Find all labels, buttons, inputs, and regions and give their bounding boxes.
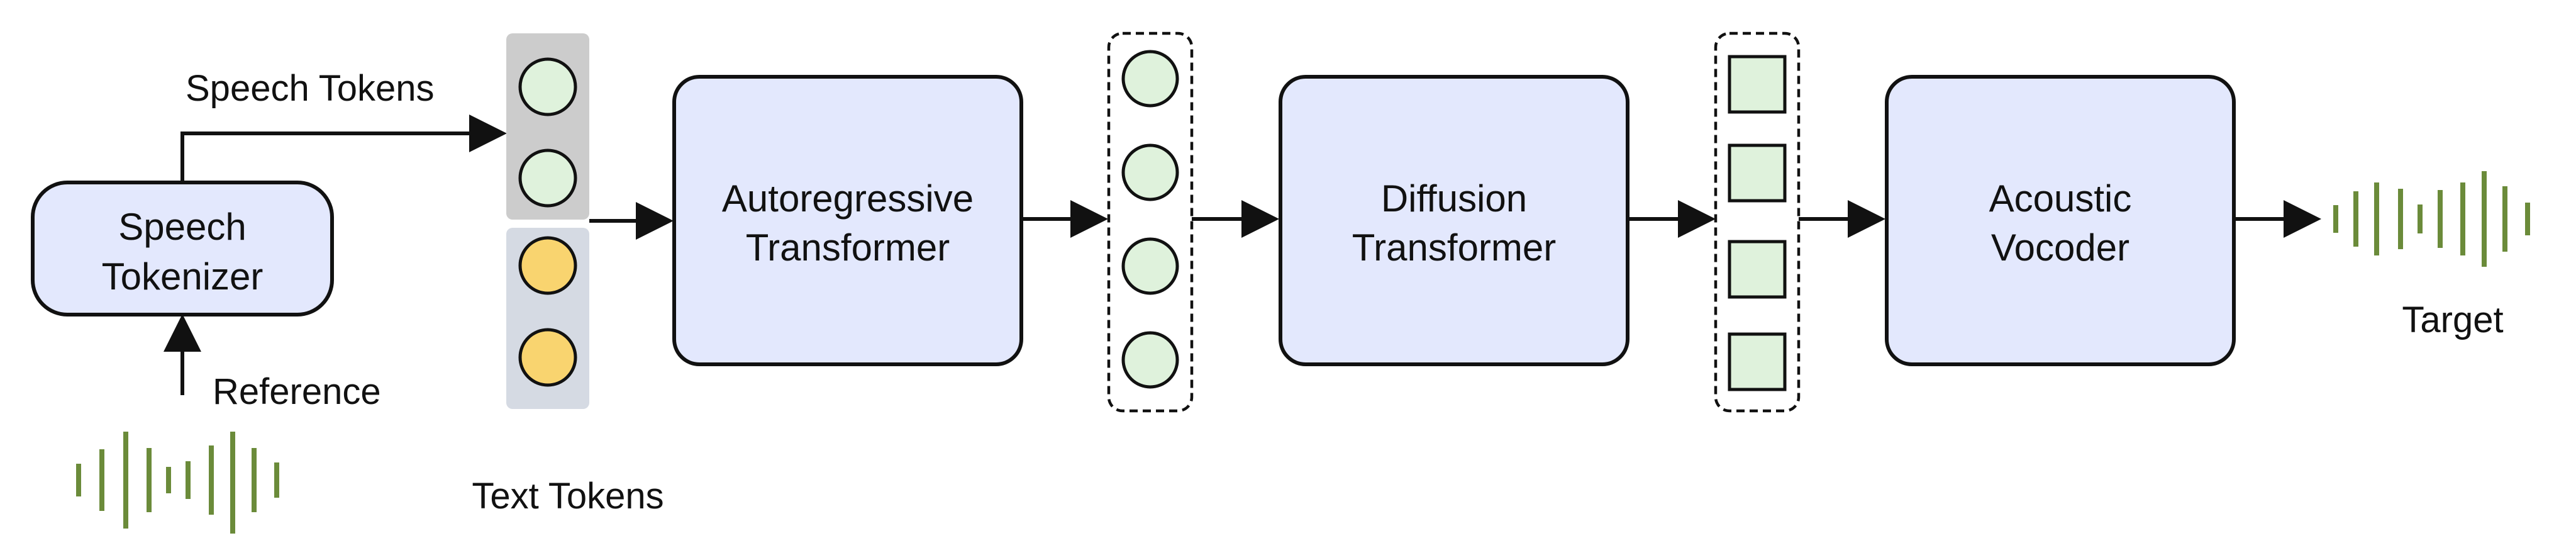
- diffusion-label-line1: Diffusion: [1381, 177, 1527, 220]
- target-label: Target: [2402, 300, 2503, 340]
- reference-waveform-icon: [76, 432, 279, 534]
- latent-token: [1121, 237, 1179, 295]
- arrow-tokenizer-to-speech-tokens: [180, 115, 507, 182]
- speech-token: [518, 57, 577, 116]
- mel-frame: [1728, 332, 1787, 391]
- target-waveform-icon: [2333, 171, 2530, 267]
- acoustic-vocoder-block: Acoustic Vocoder: [1885, 75, 2236, 366]
- ar-label-line2: Transformer: [746, 227, 950, 269]
- text-token-column: [506, 228, 589, 409]
- text-token: [518, 328, 577, 387]
- speech-tokenizer-block: Speech Tokenizer: [31, 181, 334, 316]
- speech-token-column: [506, 33, 589, 220]
- mel-frame: [1728, 55, 1787, 114]
- text-tokens-label: Text Tokens: [472, 476, 663, 517]
- diffusion-label-line2: Transformer: [1352, 227, 1557, 269]
- mel-frame: [1728, 143, 1787, 203]
- latent-token: [1121, 331, 1179, 389]
- speech-token: [518, 148, 577, 208]
- speech-tokenizer-label-line1: Speech: [118, 206, 247, 248]
- text-token: [518, 236, 577, 295]
- speech-tokens-label: Speech Tokens: [186, 68, 435, 109]
- latent-token: [1121, 50, 1179, 108]
- mel-frame: [1728, 240, 1787, 299]
- ar-label-line1: Autoregressive: [722, 177, 974, 220]
- latent-token: [1121, 143, 1179, 201]
- reference-label: Reference: [213, 371, 381, 412]
- speech-tokenizer-label-line2: Tokenizer: [102, 255, 264, 298]
- vocoder-label-line2: Vocoder: [1991, 227, 2129, 269]
- diffusion-transformer-block: Diffusion Transformer: [1279, 75, 1629, 366]
- mel-frame-group: [1714, 31, 1801, 413]
- autoregressive-transformer-block: Autoregressive Transformer: [672, 75, 1023, 366]
- latent-token-group: [1107, 31, 1194, 413]
- vocoder-label-line1: Acoustic: [1989, 177, 2132, 220]
